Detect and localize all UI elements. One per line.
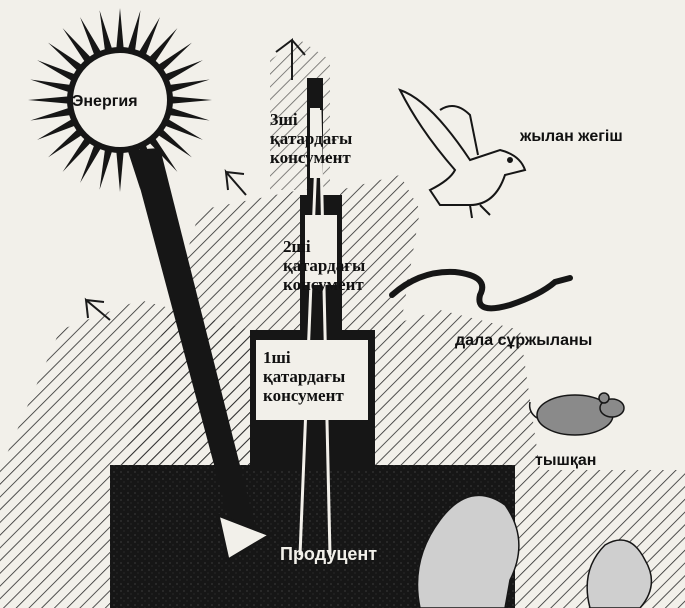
- consumer2-label: 2ші қатардағы консумент: [283, 237, 365, 294]
- sun-ray: [62, 138, 91, 172]
- heat-arrow-left-top: [224, 168, 247, 196]
- consumer1-label-line2: қатардағы: [263, 367, 346, 386]
- sun-ray: [169, 79, 210, 93]
- snake-label: дала сұржыланы: [455, 332, 593, 349]
- consumer2-label-line3: консумент: [283, 275, 364, 294]
- bush-left: [416, 494, 520, 608]
- energy-beam: [130, 148, 255, 532]
- consumer2-label-line2: қатардағы: [283, 256, 366, 275]
- sun-ray: [127, 10, 141, 51]
- sun-ray: [158, 42, 192, 71]
- heat-arrow-top: [275, 38, 306, 80]
- sun-label: Энергия: [72, 93, 138, 110]
- sun-ray: [149, 138, 178, 172]
- heat-arrow-left-mid: [84, 297, 111, 321]
- sun-ray: [28, 96, 69, 104]
- sun-ray: [116, 151, 124, 192]
- sun-ray: [171, 96, 212, 104]
- consumer3-label-line3: консумент: [270, 148, 351, 167]
- sun-ray: [37, 60, 75, 81]
- consumer1-inner: [256, 340, 368, 420]
- bushes: [416, 494, 653, 608]
- energy-beam-arrowhead: [215, 512, 274, 563]
- sun-ray: [80, 17, 101, 55]
- heat-loss-middle: [120, 190, 300, 470]
- sun-ray: [37, 119, 75, 140]
- sun-ray: [127, 149, 141, 190]
- sun-ray: [165, 119, 203, 140]
- sun-ray: [139, 17, 160, 55]
- eagle-label: жылан жегіш: [520, 128, 623, 145]
- sun-ray: [80, 145, 101, 183]
- sun-ray: [48, 129, 82, 158]
- consumer3-inner: [310, 108, 320, 178]
- sun-ray: [158, 129, 192, 158]
- sun-ray: [149, 28, 178, 62]
- sun-ray: [99, 10, 113, 51]
- energy-flow-lines: [298, 109, 332, 556]
- heat-loss-right-mid: [375, 310, 540, 470]
- sun: [28, 8, 212, 192]
- consumer3-label-line1: 3ші: [270, 110, 298, 129]
- consumer3-label-line2: қатардағы: [270, 129, 353, 148]
- mouse-label: тышқан: [535, 452, 597, 469]
- producer-label: Продуцент: [280, 544, 378, 564]
- sun-ray: [48, 42, 82, 71]
- eagle-illustration: [398, 88, 527, 219]
- bush-right: [586, 539, 653, 608]
- snake-illustration: [389, 268, 573, 312]
- consumer3-label: 3ші қатардағы консумент: [270, 110, 352, 167]
- sun-ray: [165, 60, 203, 81]
- consumer2-label-line1: 2ші: [283, 237, 311, 256]
- heat-arrows: [84, 38, 306, 321]
- sun-ray: [99, 149, 113, 190]
- consumer1-label-line3: консумент: [263, 386, 344, 405]
- consumer1-label: 1ші қатардағы консумент: [263, 348, 345, 405]
- sun-ray: [169, 107, 210, 121]
- mouse-illustration: [528, 392, 625, 436]
- sun-ray: [30, 79, 71, 93]
- sun-disc: [67, 47, 173, 153]
- consumer1-label-line1: 1ші: [263, 348, 291, 367]
- sun-ray: [30, 107, 71, 121]
- sun-ray: [116, 8, 124, 49]
- sun-ray: [62, 28, 91, 62]
- heat-loss-bottom-left: [0, 470, 110, 608]
